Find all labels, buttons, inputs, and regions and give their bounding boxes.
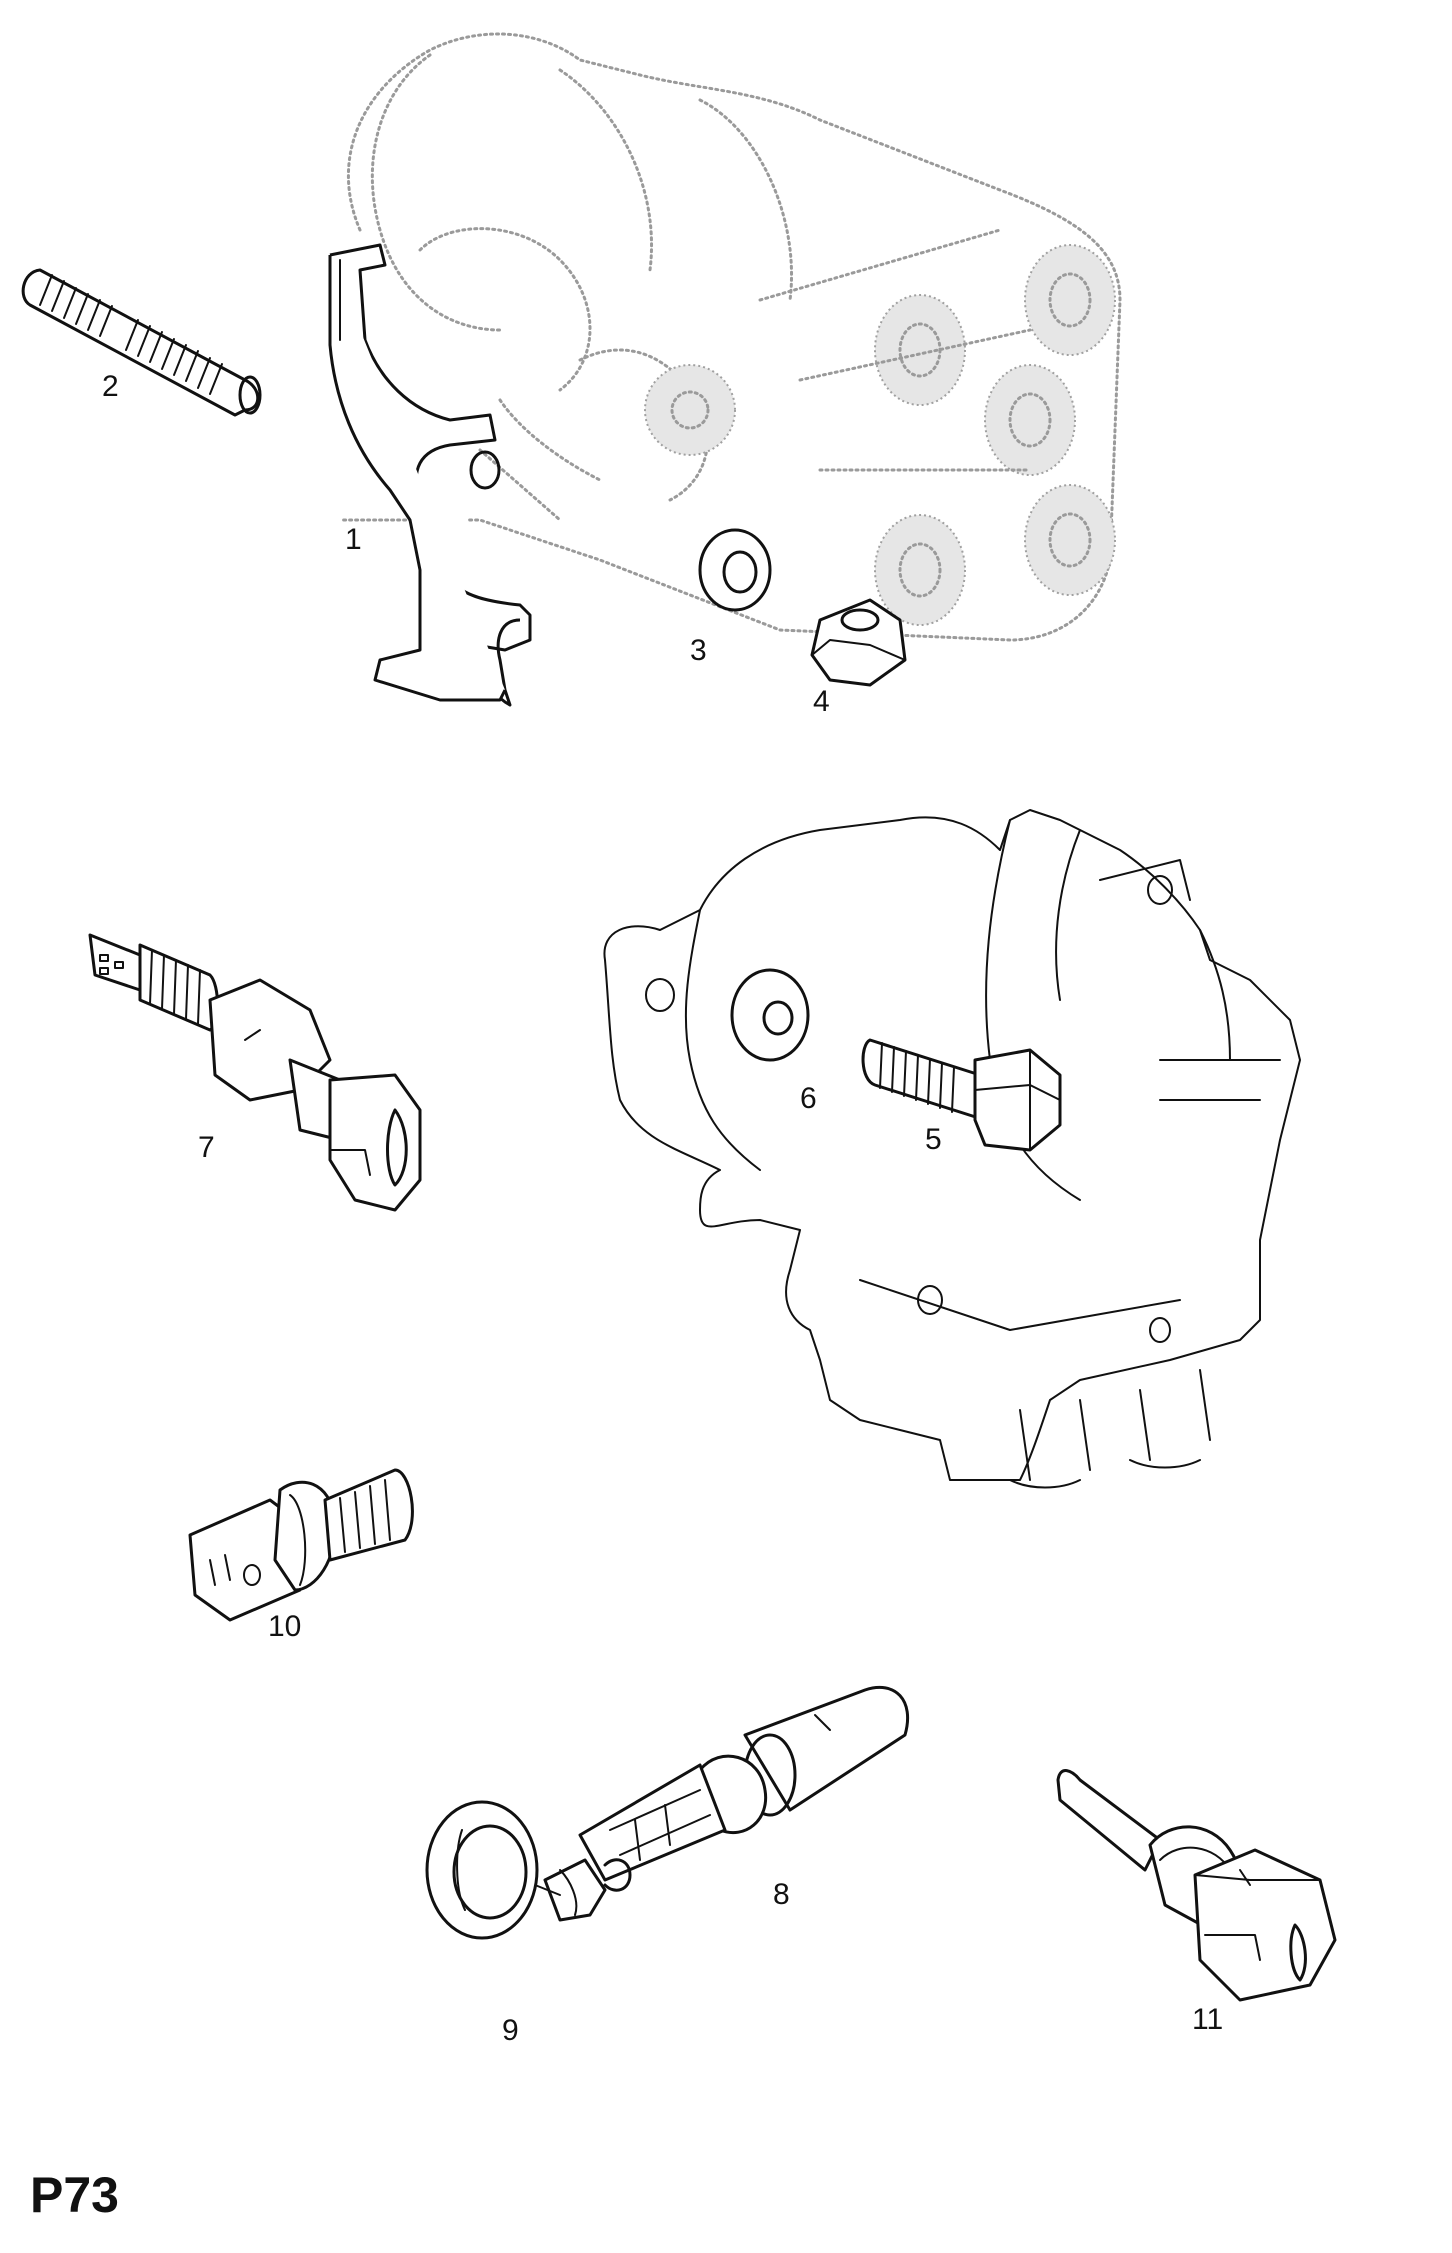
part-11-sender: [1056, 1769, 1337, 2002]
part-3-washer: [698, 528, 772, 612]
part-2-stud: [21, 268, 262, 417]
distributor-cap-lower: [603, 809, 1301, 1489]
part-6-washer: [730, 968, 810, 1062]
callout-7: 7: [198, 1131, 215, 1164]
part-10-sender: [188, 1468, 414, 1622]
callout-11: 11: [1192, 2003, 1224, 2036]
callout-4: 4: [813, 685, 830, 718]
part-4-nut: [810, 598, 907, 687]
part-8-sender: [534, 1685, 910, 1922]
callout-8: 8: [773, 1878, 790, 1911]
part-7-sender: [88, 933, 422, 1212]
callout-5: 5: [925, 1123, 942, 1156]
part-9-seal: [425, 1800, 539, 1940]
callout-2: 2: [102, 370, 119, 403]
distributor-ghost-upper: [338, 32, 1122, 642]
part-5-bolt: [861, 1038, 1062, 1152]
callout-10: 10: [268, 1610, 302, 1643]
part-1-bracket: [328, 243, 532, 707]
page-code: P73: [30, 2167, 119, 2223]
callout-9: 9: [502, 2014, 519, 2047]
callout-1: 1: [345, 523, 362, 556]
callout-3: 3: [690, 634, 707, 667]
callout-6: 6: [800, 1082, 817, 1115]
